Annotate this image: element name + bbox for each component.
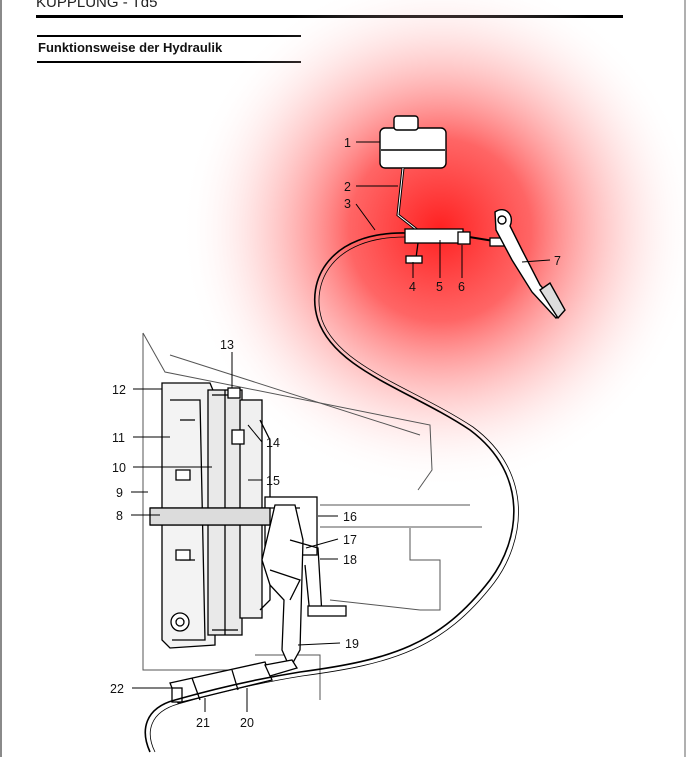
callout-labels: 1 2 3 4 5 6 7 8 9 10 11 12 13 14 15 16 1… [110,136,561,730]
highlight-glow [178,0,686,492]
page-header: KUPPLUNG - Td5 [36,0,158,11]
callout-4: 4 [409,280,416,294]
callout-18: 18 [343,553,357,567]
callout-21: 21 [196,716,210,730]
callout-17: 17 [343,533,357,547]
callout-7: 7 [554,254,561,268]
callout-8: 8 [116,509,123,523]
callout-12: 12 [112,383,126,397]
callout-3: 3 [344,197,351,211]
title-rule-bottom [37,61,301,63]
callout-19: 19 [345,637,359,651]
leader-lines [131,141,551,712]
page-border-left [0,0,2,757]
callout-22: 22 [110,682,124,696]
slave-cylinder [169,659,299,704]
gearbox-clutch-assembly [149,382,347,670]
callout-10: 10 [112,461,126,475]
page-border-right [684,0,686,757]
callout-20: 20 [240,716,254,730]
callout-1: 1 [344,136,351,150]
callout-2: 2 [344,180,351,194]
section-title: Funktionsweise der Hydraulik [38,40,223,55]
callout-6: 6 [458,280,465,294]
callout-9: 9 [116,486,123,500]
callout-5: 5 [436,280,443,294]
callout-11: 11 [112,431,125,445]
callout-16: 16 [343,510,357,524]
hydraulic-pipe-outline [149,236,519,753]
callout-13: 13 [220,338,234,352]
title-rule-top [37,35,301,37]
callout-15: 15 [266,474,280,488]
clutch-pedal [494,208,566,320]
callout-14: 14 [266,436,280,450]
hydraulic-pipe [144,232,515,753]
